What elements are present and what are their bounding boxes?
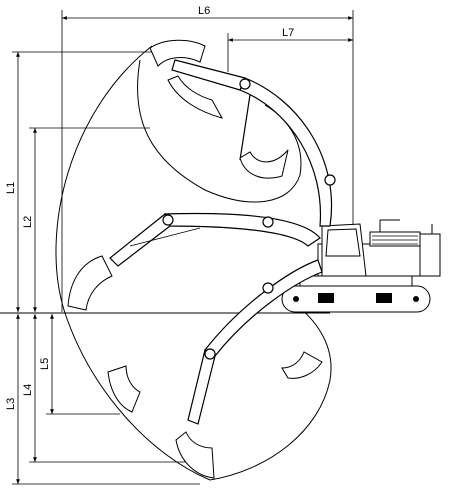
bucket-low-left	[107, 365, 141, 413]
arm-horizontal	[109, 213, 171, 267]
hood-railing	[379, 219, 433, 234]
bucket-bottom	[175, 431, 215, 479]
label-l7: L7	[282, 27, 294, 39]
engine-hood	[369, 231, 421, 247]
track-frame	[299, 275, 413, 287]
label-l3: L3	[5, 398, 17, 410]
label-l5: L5	[39, 358, 51, 370]
label-l4: L4	[22, 384, 34, 396]
cylinder-upper	[239, 94, 251, 161]
cab-window	[325, 228, 361, 257]
bucket-top-curled	[149, 39, 224, 119]
excavator-base	[281, 219, 441, 313]
track-rollers	[293, 293, 419, 303]
bucket-low-right	[281, 351, 323, 379]
boom-low	[187, 259, 323, 425]
track	[281, 285, 431, 313]
bucket-far-left	[67, 255, 113, 311]
bucket-mid-curled	[239, 149, 289, 179]
pin-boom-cyl	[324, 174, 336, 186]
boom-horizontal-body	[164, 212, 321, 247]
arm-low	[187, 349, 216, 425]
label-l2: L2	[22, 216, 34, 228]
counterweight	[419, 233, 441, 277]
label-l6: L6	[198, 5, 210, 17]
dimension-lines	[12, 10, 354, 485]
max-reach-arc	[55, 45, 211, 481]
digging-depth-arc	[209, 299, 332, 481]
inner-top-arc	[137, 59, 301, 203]
hood-vents	[372, 235, 418, 245]
label-l1: L1	[5, 182, 17, 194]
pin-upper	[239, 78, 251, 90]
dimension-labels: L6 L7 L1 L2 L3 L4 L5	[5, 5, 294, 410]
boom-horizontal	[109, 212, 321, 267]
boom-high	[171, 59, 336, 227]
